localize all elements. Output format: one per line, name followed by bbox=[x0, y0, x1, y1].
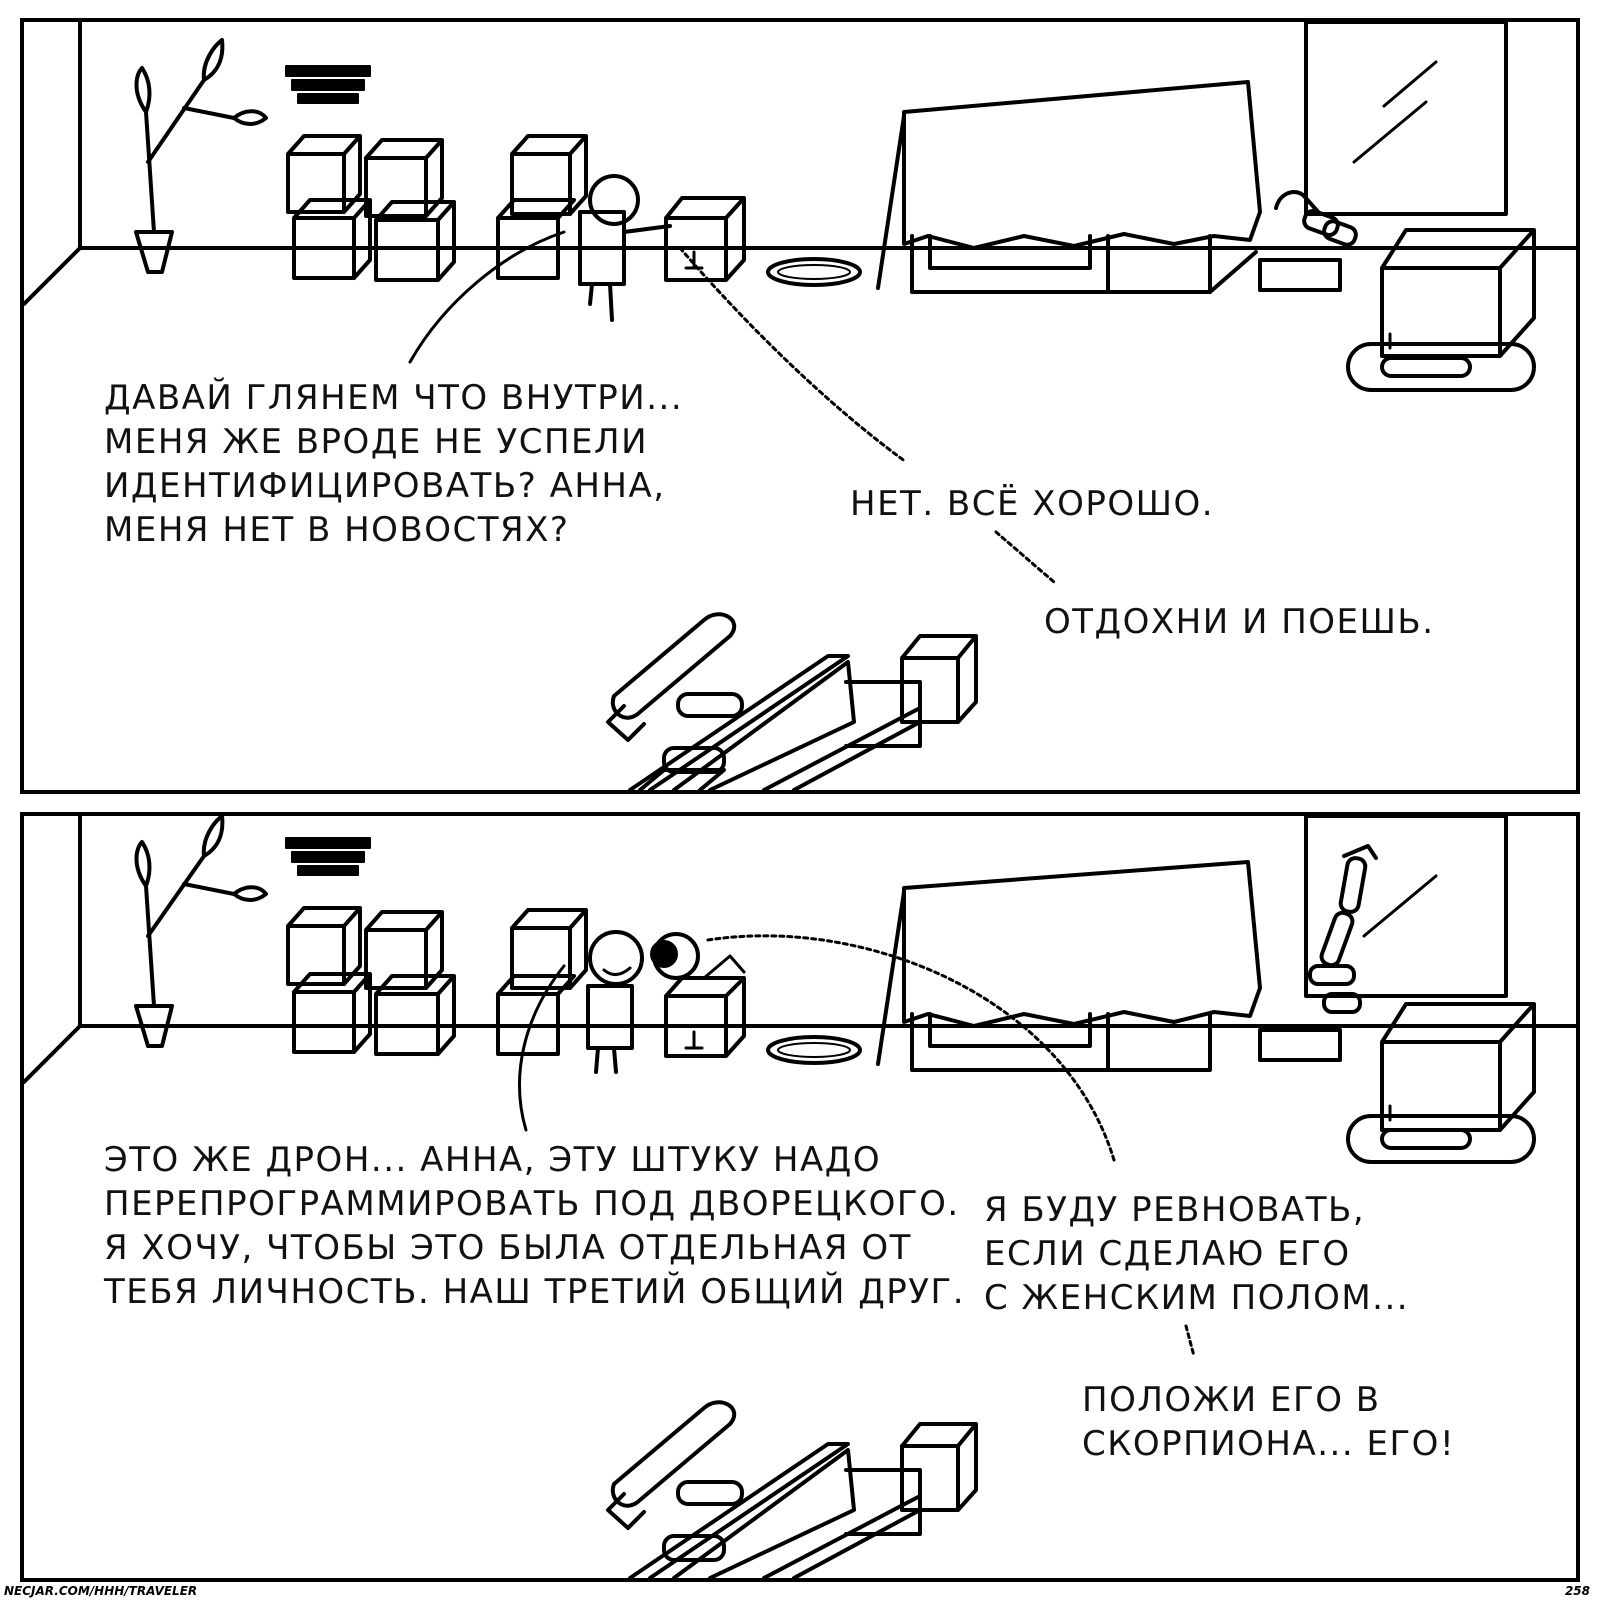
speech-line: Я хочу, чтобы это была отдельная от bbox=[104, 1228, 912, 1268]
speech-tails bbox=[408, 230, 1056, 584]
speech-line: с женским полом... bbox=[984, 1278, 1410, 1318]
speech-line: Я буду ревновать, bbox=[984, 1190, 1366, 1230]
comic-panel-2: Это же дрон... Анна, эту штуку надо пере… bbox=[20, 812, 1580, 1582]
foreground-conveyor bbox=[606, 1400, 978, 1578]
footer-page-number: 258 bbox=[1564, 1584, 1590, 1598]
panel-2-artwork bbox=[24, 816, 1576, 1578]
package-box bbox=[664, 196, 746, 282]
speech-line: если сделаю его bbox=[984, 1234, 1351, 1274]
speech-line: тебя личность. Наш третий общий друг. bbox=[104, 1272, 966, 1312]
box-stack-left bbox=[286, 134, 588, 282]
speech-line: идентифицировать? Анна, bbox=[104, 466, 666, 506]
character-stick-figure bbox=[578, 174, 672, 322]
speech-line: меня нет в новостях? bbox=[104, 510, 570, 550]
foreground-conveyor bbox=[606, 612, 978, 790]
potted-plant bbox=[134, 816, 268, 1048]
panel-1-artwork bbox=[24, 22, 1576, 790]
package-box-open bbox=[664, 954, 746, 1058]
speech-tail-left bbox=[518, 964, 566, 1132]
comic-panel-1: Давай глянем что внутри... меня же вроде… bbox=[20, 18, 1580, 794]
robot-arm-right bbox=[1258, 190, 1358, 292]
character-smiling bbox=[586, 930, 644, 1074]
speech-tail-dashed bbox=[706, 934, 1116, 1162]
cable-coil bbox=[766, 1035, 862, 1065]
speech-tail-left bbox=[408, 230, 566, 364]
box-stack-left bbox=[286, 906, 588, 1056]
tracked-robot bbox=[1346, 228, 1536, 392]
speech-line: меня же вроде не успели bbox=[104, 422, 649, 462]
speech-line: скорпиона... его! bbox=[1082, 1424, 1456, 1464]
cable-coil bbox=[766, 257, 862, 287]
wall-scribble bbox=[285, 837, 371, 876]
wall-scribble bbox=[285, 65, 371, 104]
room-walls bbox=[24, 22, 1576, 306]
footer-site-url: NECJAR.COM/HHH/TRAVELER bbox=[4, 1584, 198, 1598]
speech-line: перепрограммировать под дворецкого. bbox=[104, 1184, 960, 1224]
speech-line: Положи его в bbox=[1082, 1380, 1381, 1420]
speech-tail-dashed bbox=[678, 246, 908, 464]
covered-machine bbox=[876, 860, 1262, 1072]
speech-bubble-left: Давай глянем что внутри... меня же вроде… bbox=[104, 376, 683, 552]
speech-bubble-right-1: Нет. Всё хорошо. bbox=[850, 482, 1214, 526]
speech-line: Это же дрон... Анна, эту штуку надо bbox=[104, 1140, 882, 1180]
robot-arm-right bbox=[1258, 844, 1378, 1062]
potted-plant bbox=[134, 38, 268, 274]
speech-bubble-right-1: Я буду ревновать, если сделаю его с женс… bbox=[984, 1188, 1409, 1320]
speech-bubble-left: Это же дрон... Анна, эту штуку надо пере… bbox=[104, 1138, 965, 1314]
tracked-robot bbox=[1346, 1002, 1536, 1164]
speech-line: Отдохни и поешь. bbox=[1044, 602, 1435, 642]
character-leaning bbox=[650, 932, 700, 980]
speech-tail-dashed-2 bbox=[1184, 1324, 1196, 1358]
speech-line: Давай глянем что внутри... bbox=[104, 378, 684, 418]
room-walls bbox=[24, 816, 1576, 1084]
speech-tail-dashed-2 bbox=[994, 530, 1056, 584]
covered-machine bbox=[876, 80, 1262, 294]
speech-line: Нет. Всё хорошо. bbox=[850, 484, 1215, 524]
speech-bubble-right-2: Отдохни и поешь. bbox=[1044, 600, 1435, 644]
speech-tails bbox=[518, 934, 1196, 1358]
speech-bubble-right-2: Положи его в скорпиона... его! bbox=[1082, 1378, 1455, 1466]
